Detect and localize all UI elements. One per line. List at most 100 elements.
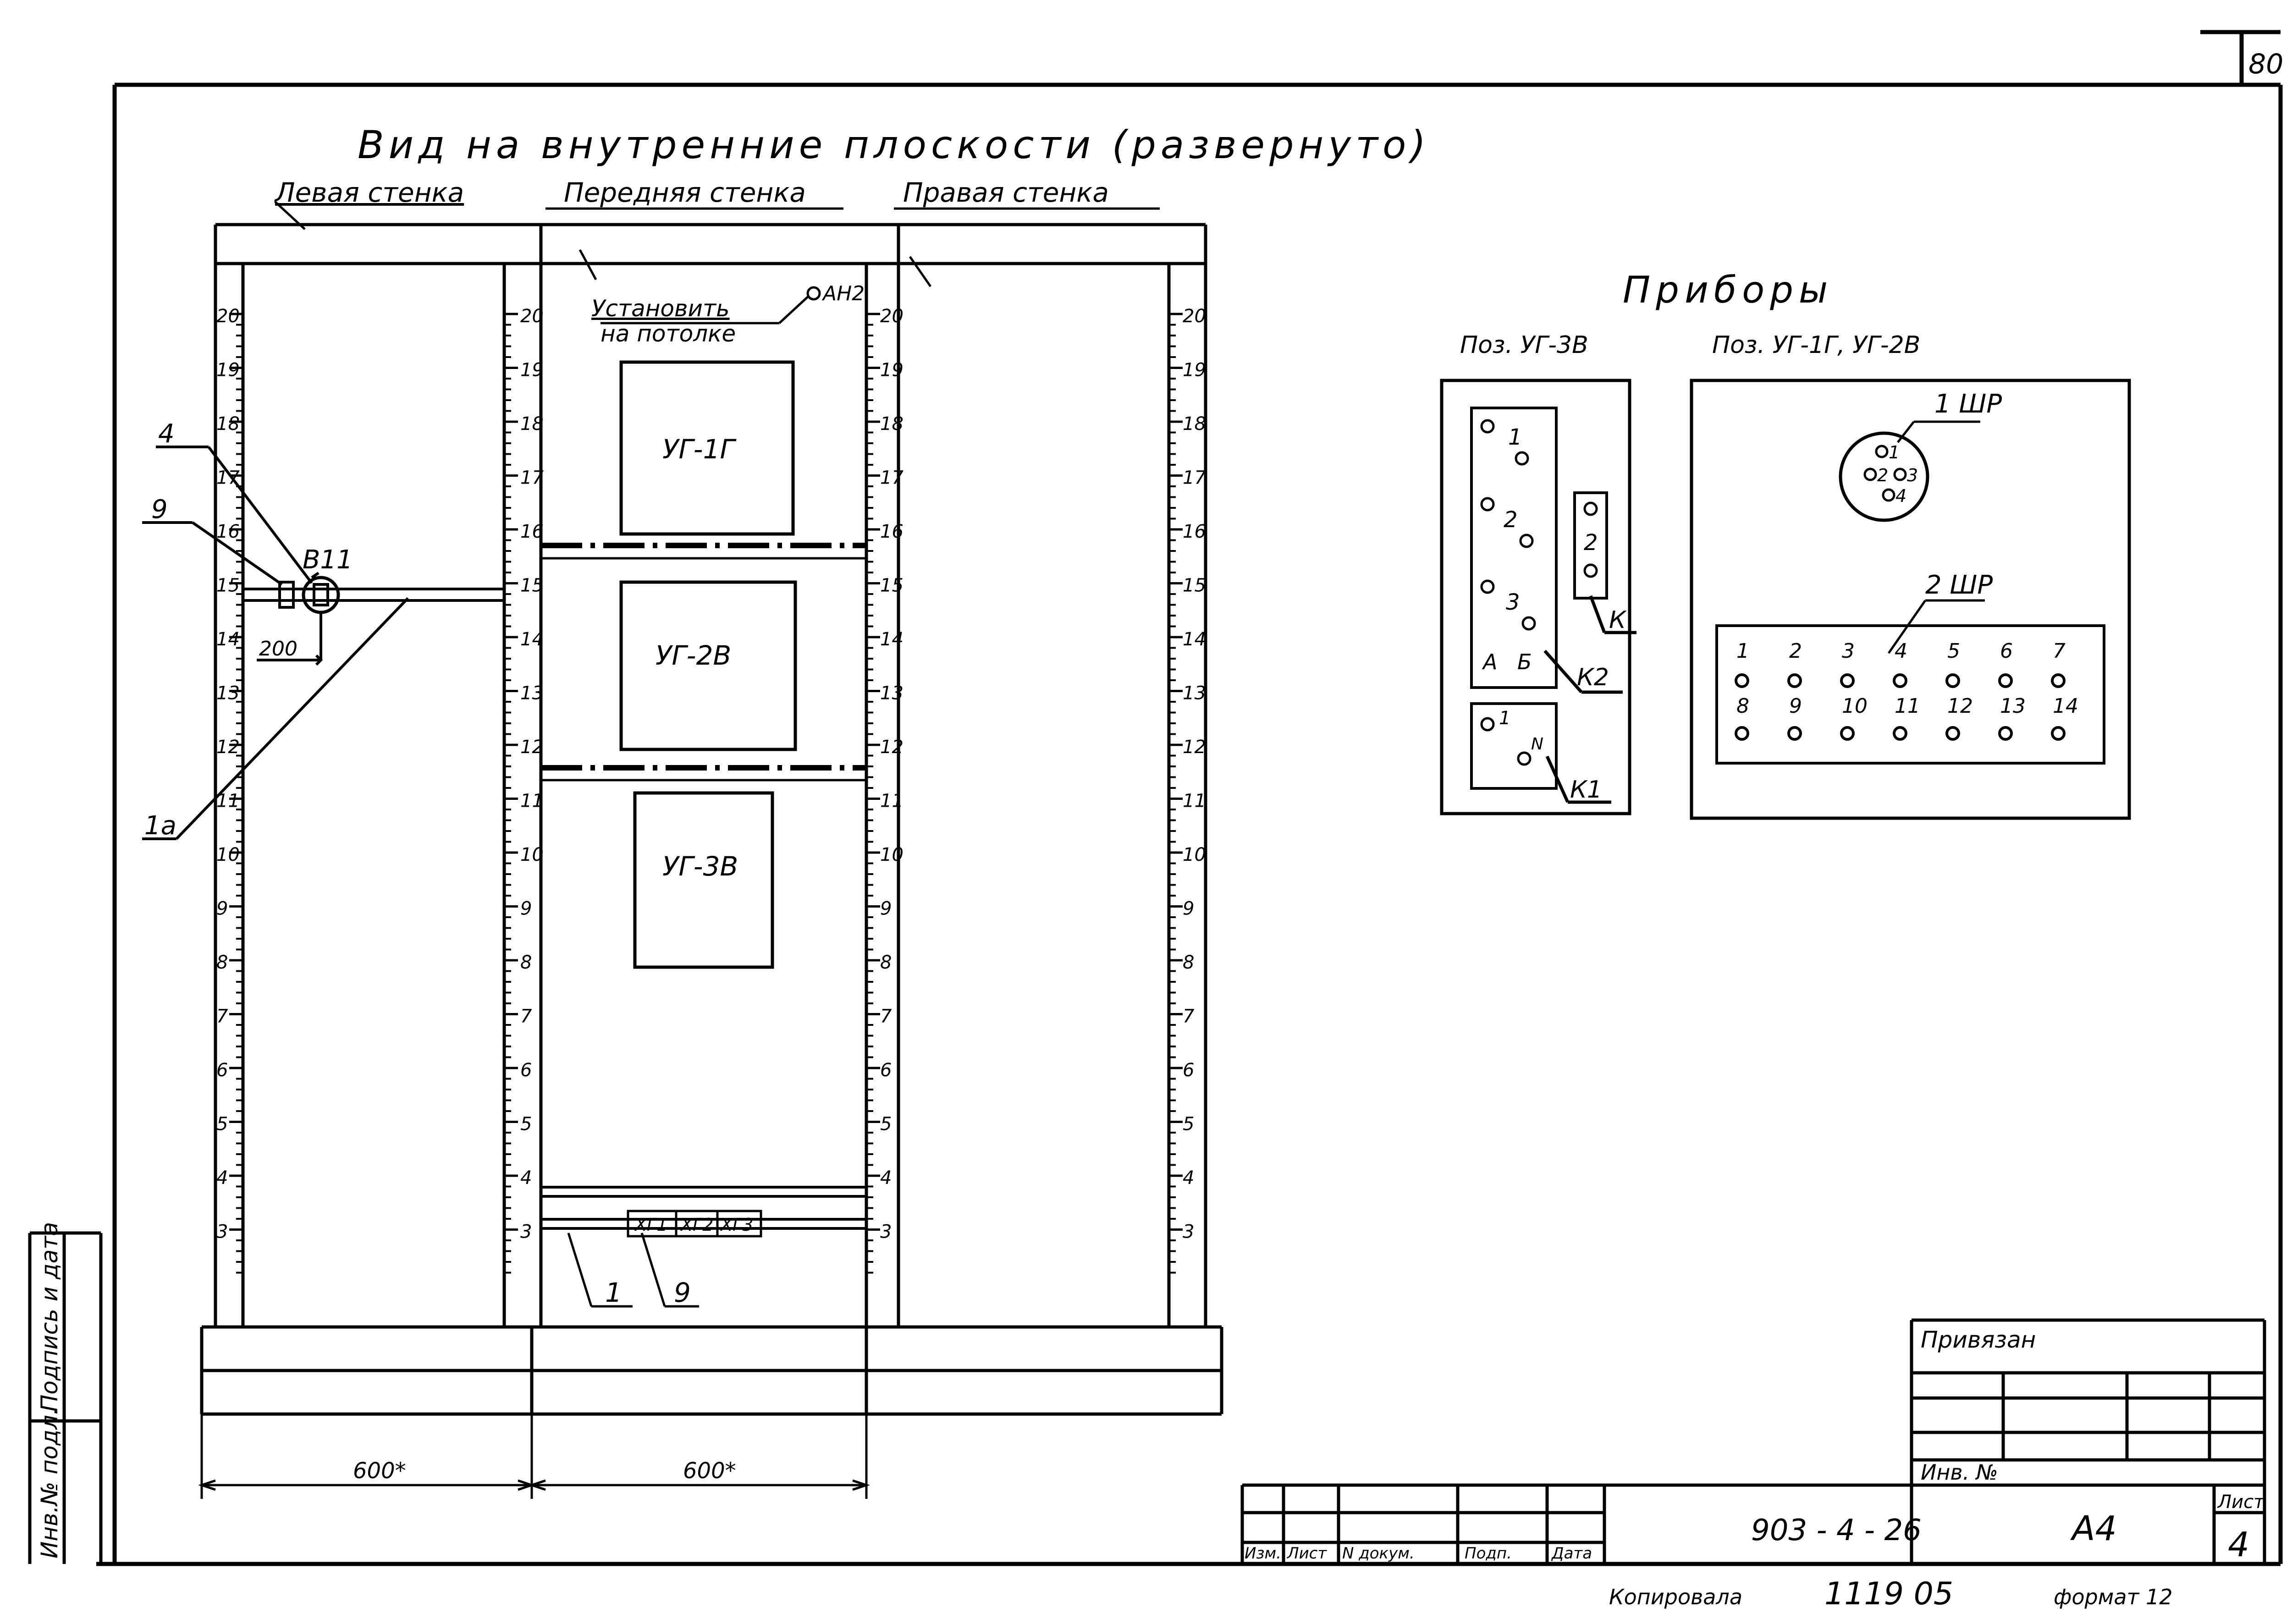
ruler-value: 15 xyxy=(216,575,240,596)
ruler-value: 14 xyxy=(520,629,544,650)
rect-pin xyxy=(1945,673,1960,688)
ruler-value: 16 xyxy=(880,521,904,542)
rect-pin xyxy=(1787,726,1802,741)
ruler-value: 16 xyxy=(216,521,240,542)
round-pin xyxy=(1875,445,1889,458)
ruler-value: 10 xyxy=(216,844,240,865)
round-pin-label: 3 xyxy=(1907,465,1918,485)
pos-9-left-label: 9 xyxy=(151,495,168,524)
ruler-value: 13 xyxy=(520,683,544,704)
title-block xyxy=(1240,1318,2266,1564)
ruler-value: 5 xyxy=(520,1114,532,1135)
copied-label: Копировала xyxy=(1609,1585,1742,1609)
ruler-value: 5 xyxy=(1183,1114,1194,1135)
front-wall-label: Передняя стенка xyxy=(564,177,806,208)
ruler-value: 5 xyxy=(216,1114,228,1135)
rect-pin xyxy=(1945,726,1960,741)
rect-pin xyxy=(1787,673,1802,688)
side-stamp-inv-orig: Инв.№ подл. xyxy=(36,1408,63,1558)
rect-pin xyxy=(2051,726,2066,741)
round-pin xyxy=(1882,488,1895,502)
ruler-value: 13 xyxy=(1183,683,1206,704)
ruler-value: 11 xyxy=(1183,791,1206,812)
header-izm: Изм. xyxy=(1245,1544,1281,1563)
ruler-value: 3 xyxy=(880,1222,892,1243)
pos-9-label: 9 xyxy=(674,1277,691,1308)
ruler-value: 20 xyxy=(880,306,904,327)
rect-connector-label: 2 ШР xyxy=(1925,570,1993,600)
ruler-value: 5 xyxy=(880,1114,892,1135)
ruler-value: 3 xyxy=(1183,1222,1194,1243)
sheet-label: Лист xyxy=(2217,1492,2265,1513)
ruler-value: 12 xyxy=(880,737,904,758)
ruler-value: 12 xyxy=(216,737,240,758)
ruler-value: 14 xyxy=(1183,629,1206,650)
ruler-value: 12 xyxy=(520,737,544,758)
rect-pin xyxy=(1893,726,1907,741)
ruler-value: 11 xyxy=(880,791,904,812)
rect-pin-label: 14 xyxy=(2053,694,2078,718)
pos-1-label: 1 xyxy=(605,1277,622,1308)
ruler-value: 14 xyxy=(216,629,240,650)
rect-pin-label: 2 xyxy=(1789,639,1802,663)
ruler-value: 7 xyxy=(1183,1006,1195,1027)
inv-no-label: Инв. № xyxy=(1921,1460,1998,1485)
ruler-value: 16 xyxy=(520,521,544,542)
format-label: формат 12 xyxy=(2054,1585,2173,1609)
front-note-tag: АН2 xyxy=(821,282,865,305)
rect-pin-label: 4 xyxy=(1895,639,1907,663)
rect-pin-label: 6 xyxy=(2000,639,2013,663)
ruler-value: 17 xyxy=(520,468,544,489)
rect-pin xyxy=(1893,673,1907,688)
dim-front-600: 600* xyxy=(683,1458,736,1484)
ruler-value: 18 xyxy=(1183,413,1206,435)
round-connector-label: 1 ШР xyxy=(1934,389,2002,419)
terminal-xg1: ХГ1 xyxy=(634,1215,667,1235)
ruler-value: 12 xyxy=(1183,737,1206,758)
rect-pin xyxy=(1735,673,1749,688)
ruler-value: 6 xyxy=(880,1060,892,1081)
left-wall-cable xyxy=(142,446,504,840)
rect-pin-label: 13 xyxy=(2000,694,2026,718)
rect-pin xyxy=(1998,673,2013,688)
panel-a xyxy=(1440,379,1636,815)
rect-pin xyxy=(1735,726,1749,741)
device-ut2v-label: УГ-2В xyxy=(656,640,731,671)
k-label: К xyxy=(1609,606,1627,634)
ruler-value: 20 xyxy=(520,306,544,327)
rect-pin xyxy=(1840,726,1855,741)
right-wall-label: Правая стенка xyxy=(903,177,1109,208)
device-ut1g-box xyxy=(619,360,795,536)
k2-pin-3: 3 xyxy=(1506,589,1520,615)
designation: 903 - 4 - 26 xyxy=(1751,1514,1922,1547)
ruler-value: 19 xyxy=(520,360,544,381)
dim-200-label: 200 xyxy=(259,637,298,661)
ruler-value: 18 xyxy=(880,413,904,435)
k1-label: К1 xyxy=(1570,776,1602,804)
k1-pin-1: 1 xyxy=(1499,708,1510,729)
round-pin xyxy=(1893,468,1907,481)
k2-pin-2: 2 xyxy=(1504,507,1518,533)
ruler-value: 3 xyxy=(520,1222,532,1243)
k2-pin-1: 1 xyxy=(1508,424,1522,450)
ruler-value: 8 xyxy=(216,952,228,973)
ruler-value: 15 xyxy=(880,575,904,596)
rect-pin-label: 8 xyxy=(1736,694,1749,718)
dim-left-600: 600* xyxy=(353,1458,406,1484)
sheet-frame xyxy=(96,30,2283,1566)
ruler-value: 9 xyxy=(1183,898,1194,919)
header-podp: Подп. xyxy=(1465,1544,1512,1563)
ruler-value: 18 xyxy=(520,413,544,435)
walls-outline xyxy=(200,223,1223,1416)
ruler-value: 10 xyxy=(1183,844,1206,865)
rect-pin-label: 1 xyxy=(1736,639,1749,663)
rect-pin xyxy=(1998,726,2013,741)
wall-label-underlines xyxy=(274,201,1160,287)
ruler-value: 17 xyxy=(880,468,904,489)
rect-pin-label: 10 xyxy=(1842,694,1868,718)
copy-number: 1119 05 xyxy=(1824,1576,1953,1612)
ruler-value: 20 xyxy=(216,306,240,327)
ruler-value: 9 xyxy=(520,898,532,919)
header-ndoc: N докум. xyxy=(1342,1544,1415,1563)
